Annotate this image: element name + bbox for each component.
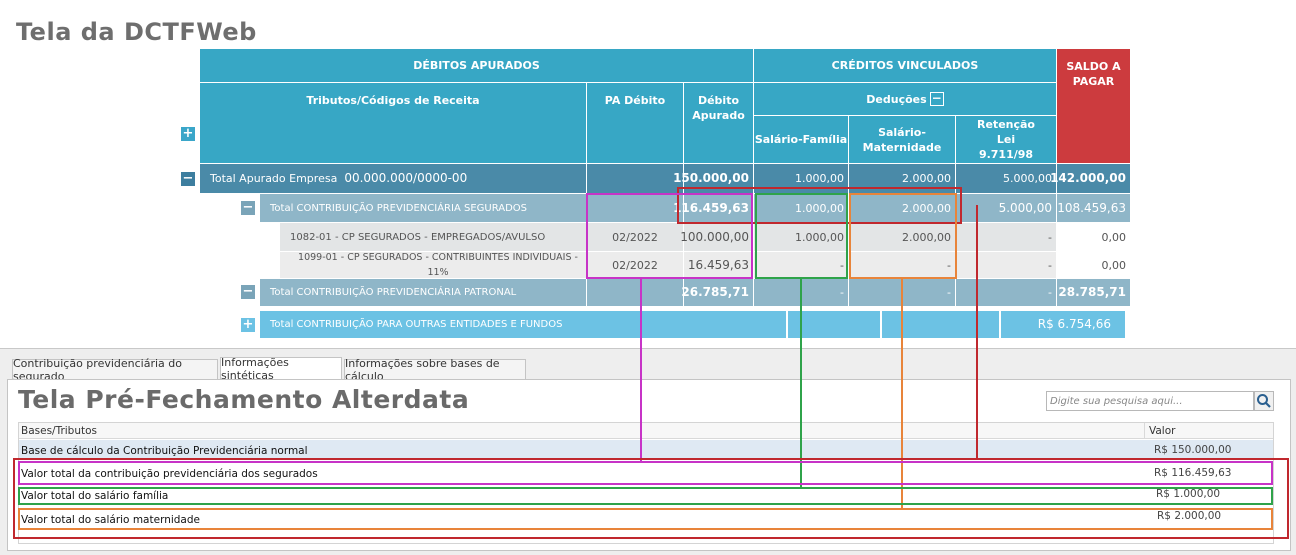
saldo-header: SALDO A PAGAR — [1057, 49, 1130, 163]
row-1082-saldo: 0,00 — [1057, 223, 1130, 251]
patronal-familia: - — [754, 279, 848, 306]
search-button[interactable] — [1254, 391, 1274, 411]
row-1099-saldo: 0,00 — [1057, 252, 1130, 278]
segurados-maternidade: 2.000,00 — [849, 194, 955, 222]
patronal-maternidade: - — [849, 279, 955, 306]
outras-label: Total CONTRIBUIÇÃO PARA OUTRAS ENTIDADES… — [260, 311, 786, 338]
total-empresa-retencao: 5.000,00 — [956, 164, 1056, 193]
collapse-segurados-icon[interactable]: − — [241, 200, 255, 215]
total-empresa-pa — [587, 164, 683, 193]
segurados-label: Total CONTRIBUIÇÃO PREVIDENCIÁRIA SEGURA… — [260, 194, 586, 222]
table-row-selected[interactable] — [19, 440, 1273, 458]
deducoes-label: Deduções — [866, 92, 927, 106]
tab-bases-calculo[interactable]: Informações sobre bases de cálculo — [344, 357, 526, 383]
row-familia-value: R$ 1.000,00 — [1156, 488, 1221, 500]
segurados-familia: 1.000,00 — [754, 194, 848, 222]
row-1099-familia: - — [754, 252, 848, 278]
column-valor[interactable]: Valor — [1149, 425, 1176, 437]
retencao-header: Retenção Lei 9.711/98 — [956, 116, 1056, 163]
row-familia-label: Valor total do salário família — [21, 490, 169, 502]
pa-debito-header: PA Débito — [587, 83, 683, 163]
segurados-saldo: 108.459,63 — [1057, 194, 1130, 222]
row-1082-debito: 100.000,00 — [680, 223, 753, 251]
collapse-patronal-icon[interactable]: − — [241, 284, 255, 299]
collapse-icon[interactable]: − — [929, 91, 944, 106]
tributos-header: Tributos/Códigos de Receita — [200, 83, 586, 163]
outras-cell-2 — [882, 311, 999, 338]
tab-informacoes-sinteticas[interactable]: Informações sintéticas — [220, 356, 342, 382]
row-segurados-value: R$ 116.459,63 — [1154, 467, 1232, 479]
salario-maternidade-header: Salário-Maternidade — [849, 116, 955, 163]
debito-apurado-header: Débito Apurado — [684, 83, 753, 163]
salario-familia-header: Salário-Família — [754, 116, 848, 163]
alterdata-screen-title: Tela Pré-Fechamento Alterdata — [18, 385, 470, 414]
segurados-pa — [587, 194, 683, 222]
outras-saldo: R$ 6.754,66 — [1001, 311, 1125, 338]
debitos-header: DÉBITOS APURADOS — [200, 49, 753, 82]
row-1082-pa: 02/2022 — [587, 223, 683, 251]
dctf-screen-title: Tela da DCTFWeb — [16, 18, 257, 46]
column-bases[interactable]: Bases/Tributos — [21, 425, 98, 437]
patronal-retencao: - — [956, 279, 1056, 306]
segurados-debito: 116.459,63 — [673, 194, 753, 222]
collapse-empresa-icon[interactable]: − — [181, 171, 195, 186]
row-1082-retencao: - — [956, 223, 1056, 251]
row-base-calculo-label: Base de cálculo da Contribuição Previden… — [21, 445, 308, 457]
creditos-header: CRÉDITOS VINCULADOS — [754, 49, 1056, 82]
row-1082-familia: 1.000,00 — [754, 223, 848, 251]
row-maternidade-label: Valor total do salário maternidade — [21, 514, 200, 526]
row-1082-label: 1082-01 - CP SEGURADOS - EMPREGADOS/AVUL… — [280, 223, 586, 251]
patronal-debito: 26.785,71 — [681, 279, 753, 306]
patronal-label: Total CONTRIBUIÇÃO PREVIDENCIÁRIA PATRON… — [260, 279, 586, 306]
deducoes-header[interactable]: Deduções − — [754, 83, 1056, 115]
patronal-saldo: 28.785,71 — [1057, 279, 1130, 306]
row-maternidade-value: R$ 2.000,00 — [1157, 510, 1222, 522]
row-1099-maternidade: - — [849, 252, 955, 278]
expand-outras-icon[interactable]: + — [241, 317, 255, 332]
tab-contribuicao-segurado[interactable]: Contribuição previdenciária do segurado — [12, 357, 218, 383]
expand-icon[interactable]: + — [181, 126, 195, 141]
total-empresa-saldo: 142.000,00 — [1050, 164, 1130, 193]
total-empresa-maternidade: 2.000,00 — [849, 164, 955, 193]
row-1099-pa: 02/2022 — [587, 252, 683, 278]
row-segurados-label: Valor total da contribuição previdenciár… — [21, 468, 318, 480]
total-empresa-familia: 1.000,00 — [754, 164, 848, 193]
segurados-retencao: 5.000,00 — [956, 194, 1056, 222]
grid-header — [19, 423, 1273, 439]
cnpj: 00.000.000/0000-00 — [344, 171, 468, 185]
total-empresa-debito: 150.000,00 — [673, 164, 753, 193]
row-1099-debito: 16.459,63 — [684, 252, 753, 278]
patronal-pa — [587, 279, 683, 306]
grid-header-divider — [1144, 423, 1145, 439]
row-1082-maternidade: 2.000,00 — [849, 223, 955, 251]
row-1099-label: 1099-01 - CP SEGURADOS - CONTRIBUINTES I… — [280, 252, 586, 278]
row-base-calculo-value: R$ 150.000,00 — [1154, 444, 1232, 456]
total-empresa-label: Total Apurado Empresa 00.000.000/0000-00 — [200, 164, 586, 193]
outras-cell-1 — [788, 311, 880, 338]
row-1099-retencao: - — [956, 252, 1056, 278]
search-icon — [1257, 394, 1271, 408]
search-input[interactable]: Digite sua pesquisa aqui... — [1046, 391, 1254, 411]
